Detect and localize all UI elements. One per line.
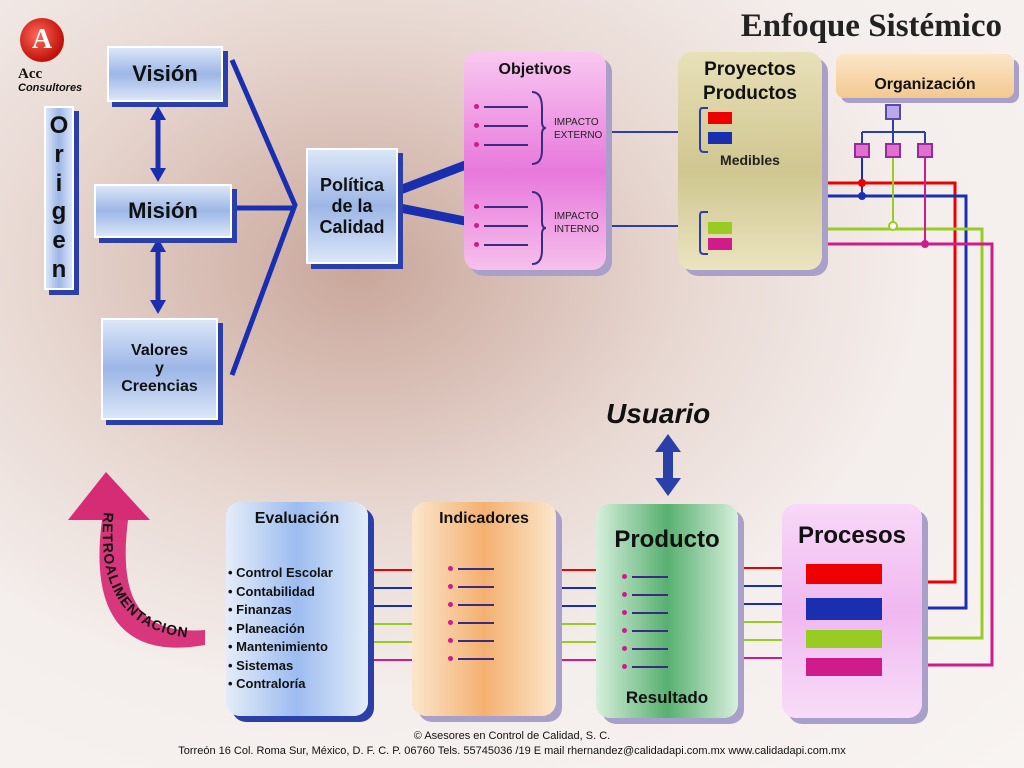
politica-line: Política xyxy=(319,174,385,195)
org-node-icon xyxy=(917,143,933,158)
origen-letter: O xyxy=(49,112,69,140)
magenta-bar xyxy=(806,658,882,676)
org-node-icon xyxy=(854,143,870,158)
medibles-label: Medibles xyxy=(720,152,780,168)
objetivos-title: Objetivos xyxy=(498,61,572,78)
producto-title: Producto xyxy=(614,526,720,553)
magenta-flow-line xyxy=(732,242,994,667)
impacto-externo-line: IMPACTO xyxy=(554,117,599,128)
origen-letter: e xyxy=(52,226,66,254)
evaluacion-title: Evaluación xyxy=(254,510,340,527)
usuario-label: Usuario xyxy=(606,398,711,429)
mision-box: Misión xyxy=(94,184,232,238)
org-node-icon xyxy=(885,104,901,120)
impacto-externo-label: IMPACTO EXTERNO xyxy=(554,116,602,142)
blue-bar xyxy=(806,598,882,620)
blue-bar xyxy=(708,132,732,144)
origen-bracket-line xyxy=(229,59,298,376)
producto-panel: Producto Resultado xyxy=(596,504,738,718)
brace-icon xyxy=(531,91,546,165)
origen-letter: g xyxy=(51,198,67,226)
origen-letter: n xyxy=(51,255,67,283)
indicadores-title: Indicadores xyxy=(439,510,529,527)
retroalimentacion-arrow xyxy=(68,472,150,520)
list-item: • Contabilidad xyxy=(228,583,315,599)
red-bar xyxy=(806,564,882,584)
impacto-interno-line: INTERNO xyxy=(554,224,599,235)
footer-copyright: © Asesores en Control de Calidad, S. C. xyxy=(413,730,611,742)
evaluacion-list: • Control Escolar • Contabilidad • Finan… xyxy=(228,564,333,694)
logo-mark: A xyxy=(20,18,64,62)
list-item: • Contraloría xyxy=(228,676,306,691)
politica-line: Calidad xyxy=(319,216,385,237)
valores-line: Creencias xyxy=(121,378,198,395)
brace-icon xyxy=(531,191,546,265)
politica-line: de la xyxy=(331,195,373,216)
impacto-interno-line: IMPACTO xyxy=(554,211,599,222)
origen-letter: i xyxy=(55,169,63,197)
vision-box: Visión xyxy=(107,46,223,102)
list-item: • Finanzas xyxy=(228,602,292,617)
indicadores-panel: Indicadores xyxy=(412,502,556,716)
magenta-bar xyxy=(708,238,732,250)
red-bar xyxy=(708,112,732,124)
bracket-icon xyxy=(699,107,708,153)
organizacion-title: Organización xyxy=(874,76,976,93)
retroalimentacion-text: RETROALIMENTACION xyxy=(100,512,189,641)
proyectos-title: Proyectos Productos xyxy=(678,58,822,106)
proyectos-title-line: Proyectos xyxy=(704,59,796,80)
footer-contact: Torreón 16 Col. Roma Sur, México, D. F. … xyxy=(178,745,846,757)
list-item: • Sistemas xyxy=(228,657,294,673)
logo-line2: Consultores xyxy=(18,82,83,94)
green-flow-line xyxy=(732,227,984,640)
origen-box: O r i g e n xyxy=(44,106,74,290)
procesos-panel: Procesos xyxy=(782,504,922,718)
list-item: • Planeación xyxy=(228,620,305,636)
impacto-interno-label: IMPACTO INTERNO xyxy=(554,210,599,236)
objetivos-panel: Objetivos IMPACTO EXTERNO IMPACTO INTERN… xyxy=(464,52,606,270)
procesos-title: Procesos xyxy=(797,522,907,549)
proyectos-title-line: Productos xyxy=(703,83,797,104)
resultado-label: Resultado xyxy=(625,688,709,707)
org-node-icon xyxy=(885,143,901,158)
company-logo: A Acc Consultores xyxy=(14,18,109,98)
retroalimentacion-label: RETROALIMENTACION xyxy=(96,510,216,660)
impacto-externo-line: EXTERNO xyxy=(554,130,603,141)
proyectos-panel: Proyectos Productos Medibles xyxy=(678,52,822,270)
logo-line1: Acc xyxy=(18,66,43,82)
bracket-icon xyxy=(699,211,708,255)
green-bar xyxy=(708,222,732,234)
page-title: Enfoque Sistémico xyxy=(740,8,1002,44)
list-item: • Control Escolar xyxy=(228,565,333,580)
organizacion-panel: Organización xyxy=(836,54,1014,98)
green-bar xyxy=(806,630,882,648)
list-item: • Mantenimiento xyxy=(228,639,328,654)
valores-line: Valores xyxy=(131,342,188,359)
svg-text:RETROALIMENTACION: RETROALIMENTACION xyxy=(100,512,190,641)
valores-box: Valores y Creencias xyxy=(101,318,218,420)
valores-line: y xyxy=(155,360,164,377)
origen-letter: r xyxy=(54,140,64,168)
politica-box: Política de la Calidad xyxy=(306,148,398,264)
evaluacion-panel: Evaluación • Control Escolar • Contabili… xyxy=(226,502,368,716)
